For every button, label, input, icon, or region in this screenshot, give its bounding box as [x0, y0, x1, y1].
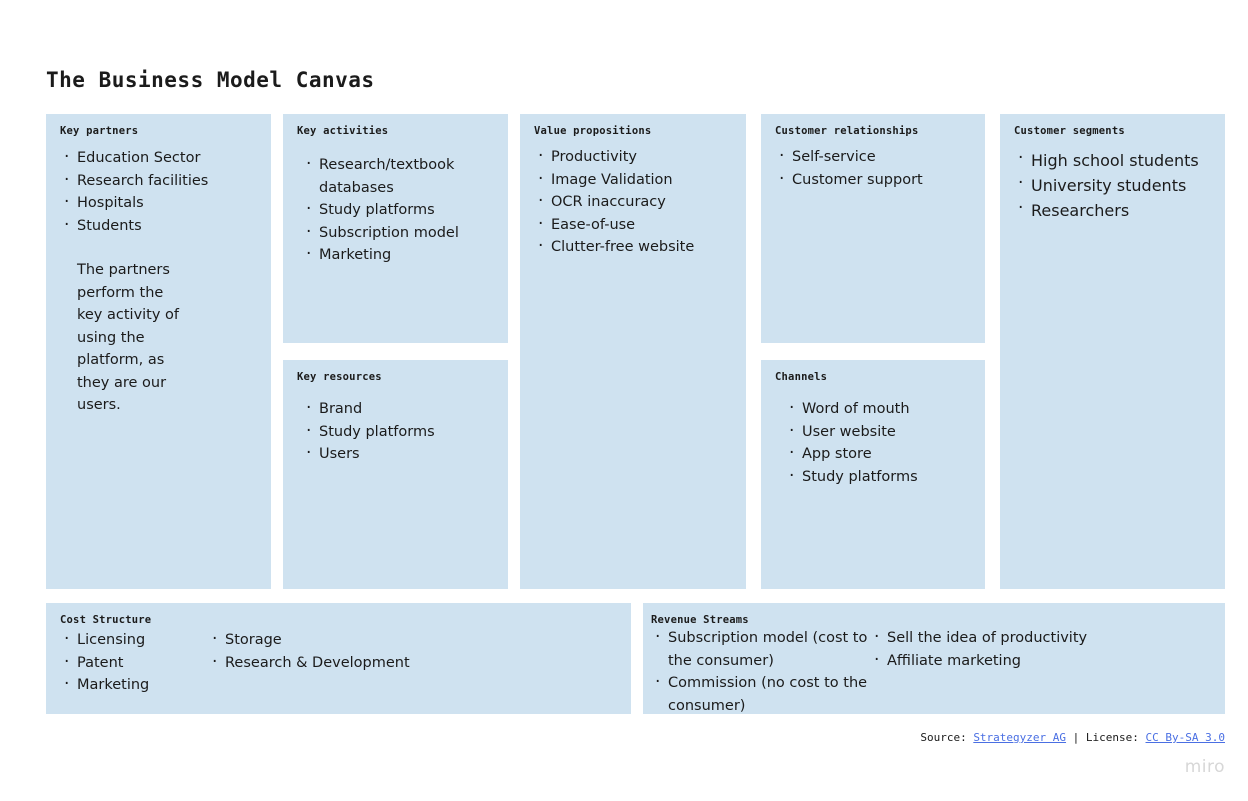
list-item: Patent: [60, 651, 208, 675]
list-item: Research & Development: [208, 651, 623, 675]
revenue-streams-column-b: Sell the idea of productivity Affiliate …: [870, 626, 1217, 717]
block-customer-segments[interactable]: Customer segments High school students U…: [1000, 114, 1225, 589]
list-item: Study platforms: [785, 465, 977, 489]
list-key-activities: Research/textbook databases Study platfo…: [302, 153, 494, 267]
list-cost-structure-a: Licensing Patent Marketing: [60, 628, 208, 697]
block-body-value-propositions: Productivity Image Validation OCR inaccu…: [534, 145, 738, 259]
list-revenue-streams-a: Subscription model (cost to the consumer…: [651, 626, 870, 717]
list-item: Affiliate marketing: [870, 649, 1217, 673]
list-revenue-streams-b: Sell the idea of productivity Affiliate …: [870, 626, 1217, 673]
list-key-resources: Brand Study platforms Users: [302, 397, 500, 466]
list-item: App store: [785, 442, 977, 466]
block-title-customer-segments: Customer segments: [1014, 125, 1125, 137]
list-key-partners: Education Sector Research facilities Hos…: [60, 146, 263, 238]
list-item: Ease-of-use: [534, 213, 738, 237]
list-item: Study platforms: [302, 198, 494, 222]
list-item: Licensing: [60, 628, 208, 652]
key-partners-note: The partners perform the key activity of…: [77, 262, 180, 413]
list-item: Word of mouth: [785, 397, 977, 421]
revenue-streams-column-a: Subscription model (cost to the consumer…: [651, 626, 870, 717]
block-cost-structure[interactable]: Cost Structure Licensing Patent Marketin…: [46, 603, 631, 714]
list-item: Customer support: [775, 168, 977, 192]
list-item: Research/textbook databases: [302, 153, 494, 199]
block-title-customer-relationships: Customer relationships: [775, 125, 919, 137]
miro-watermark: miro: [1184, 757, 1225, 777]
list-customer-segments: High school students University students…: [1014, 147, 1211, 223]
footer-attribution: Source: Strategyzer AG | License: CC By-…: [920, 731, 1225, 744]
block-key-activities[interactable]: Key activities Research/textbook databas…: [283, 114, 508, 343]
list-item: Clutter-free website: [534, 235, 738, 259]
list-item: Productivity: [534, 145, 738, 169]
block-customer-relationships[interactable]: Customer relationships Self-service Cust…: [761, 114, 985, 343]
block-title-cost-structure: Cost Structure: [60, 614, 152, 626]
list-item: University students: [1014, 172, 1211, 198]
list-channels: Word of mouth User website App store Stu…: [785, 397, 977, 489]
license-link[interactable]: CC By-SA 3.0: [1145, 731, 1225, 744]
list-item: Brand: [302, 397, 500, 421]
list-item: Marketing: [60, 673, 208, 697]
block-body-key-partners: Education Sector Research facilities Hos…: [60, 146, 263, 417]
page-title: The Business Model Canvas: [46, 68, 375, 92]
block-title-key-activities: Key activities: [297, 125, 389, 137]
list-item: Students: [60, 214, 263, 238]
list-item: Researchers: [1014, 197, 1211, 223]
list-item: User website: [785, 420, 977, 444]
block-body-cost-structure: Licensing Patent Marketing Storage Resea…: [60, 628, 623, 697]
block-revenue-streams[interactable]: Revenue Streams Subscription model (cost…: [643, 603, 1225, 714]
list-customer-relationships: Self-service Customer support: [775, 145, 977, 192]
list-item: Study platforms: [302, 420, 500, 444]
list-item: Subscription model: [302, 221, 494, 245]
list-item: Storage: [208, 628, 623, 652]
source-label: Source:: [920, 731, 967, 744]
list-item: Users: [302, 442, 500, 466]
cost-structure-column-a: Licensing Patent Marketing: [60, 628, 208, 697]
block-title-value-propositions: Value propositions: [534, 125, 652, 137]
block-key-resources[interactable]: Key resources Brand Study platforms User…: [283, 360, 508, 589]
list-item: Self-service: [775, 145, 977, 169]
block-key-partners[interactable]: Key partners Education Sector Research f…: [46, 114, 271, 589]
list-item: Subscription model (cost to the consumer…: [651, 626, 870, 672]
list-item: High school students: [1014, 147, 1211, 173]
list-item: Sell the idea of productivity: [870, 626, 1217, 650]
list-item: Marketing: [302, 243, 494, 267]
block-title-key-partners: Key partners: [60, 125, 139, 137]
block-title-revenue-streams: Revenue Streams: [651, 614, 749, 626]
list-item: Hospitals: [60, 191, 263, 215]
block-title-channels: Channels: [775, 371, 828, 383]
cost-structure-column-b: Storage Research & Development: [208, 628, 623, 697]
block-channels[interactable]: Channels Word of mouth User website App …: [761, 360, 985, 589]
list-item: Image Validation: [534, 168, 738, 192]
block-body-key-resources: Brand Study platforms Users: [302, 397, 500, 466]
block-title-key-resources: Key resources: [297, 371, 382, 383]
list-item: Research facilities: [60, 169, 263, 193]
footer-separator: |: [1072, 731, 1080, 744]
list-item: OCR inaccuracy: [534, 190, 738, 214]
block-body-customer-relationships: Self-service Customer support: [775, 145, 977, 192]
block-body-key-activities: Research/textbook databases Study platfo…: [302, 153, 494, 267]
list-cost-structure-b: Storage Research & Development: [208, 628, 623, 675]
list-value-propositions: Productivity Image Validation OCR inaccu…: [534, 145, 738, 259]
list-item: Commission (no cost to the consumer): [651, 671, 870, 717]
block-body-customer-segments: High school students University students…: [1014, 147, 1211, 223]
source-link[interactable]: Strategyzer AG: [973, 731, 1067, 744]
list-item: Education Sector: [60, 146, 263, 170]
block-value-propositions[interactable]: Value propositions Productivity Image Va…: [520, 114, 746, 589]
block-body-channels: Word of mouth User website App store Stu…: [785, 397, 977, 489]
block-body-revenue-streams: Subscription model (cost to the consumer…: [651, 626, 1217, 717]
license-label: License:: [1085, 731, 1139, 744]
